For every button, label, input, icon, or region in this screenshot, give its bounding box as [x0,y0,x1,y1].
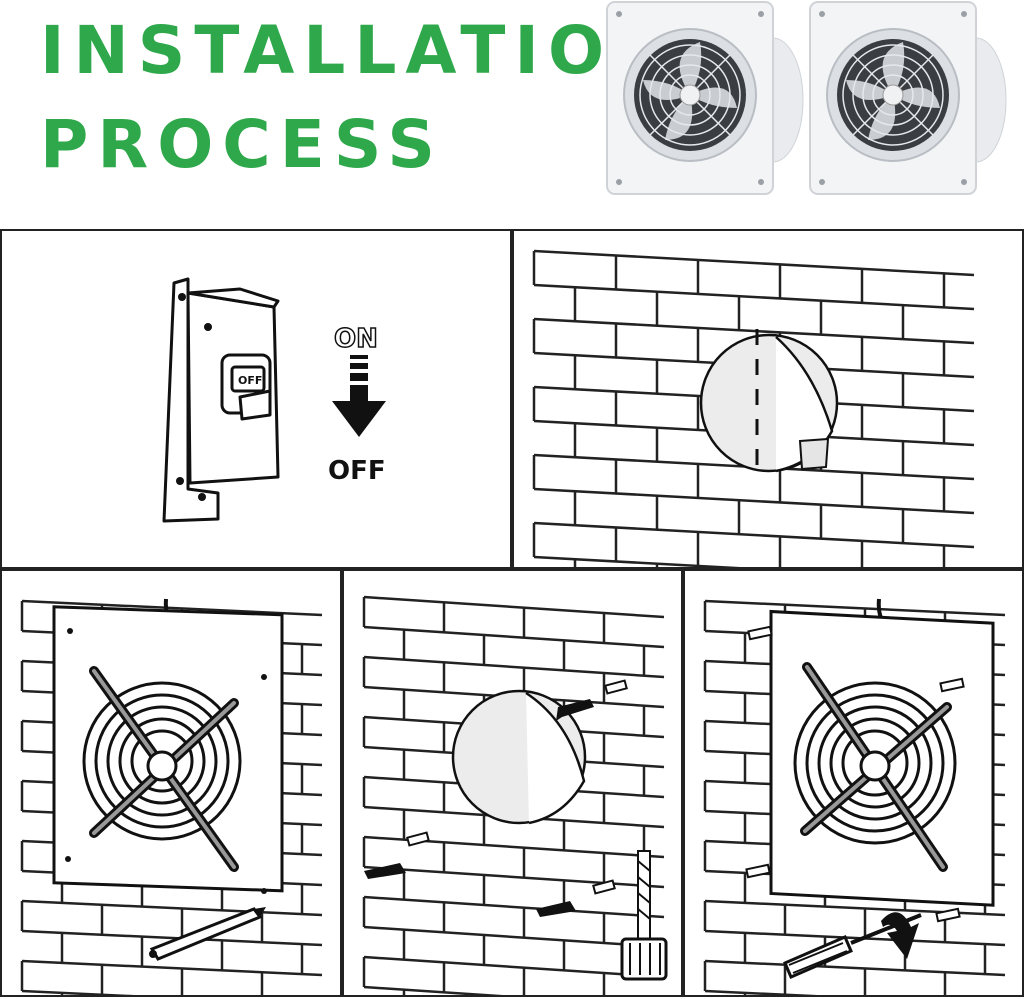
step-5-panel [683,569,1024,997]
screw-icon [406,679,628,895]
arrow-off-label: OFF [328,456,386,486]
exhaust-fan-icon [769,609,995,907]
step-1-panel: OFF ON OFF [0,229,512,569]
insert-arrow-icon [364,699,594,917]
step-3-panel [0,569,342,997]
brick-wall [532,249,975,567]
pencil-icon [149,907,266,961]
exhaust-fan-icon [52,605,284,894]
arrow-on-label: ON [334,324,378,354]
down-arrow-icon [332,355,386,437]
title-line-2: PROCESS [40,106,444,183]
product-fan-image-1 [606,1,804,195]
title-line-1: INSTALLATION [40,12,678,89]
rotate-arrow-icon [881,912,919,959]
screw-icon [745,625,965,923]
switch-off-label: OFF [238,374,262,387]
screwdriver-icon [783,913,922,979]
breaker-switch-icon: OFF ON OFF [162,277,386,523]
product-fan-image-2 [809,1,1007,195]
step-4-panel [342,569,683,997]
wall-hole-icon [532,249,975,567]
drill-icon [620,850,668,981]
step-2-panel [512,229,1024,569]
